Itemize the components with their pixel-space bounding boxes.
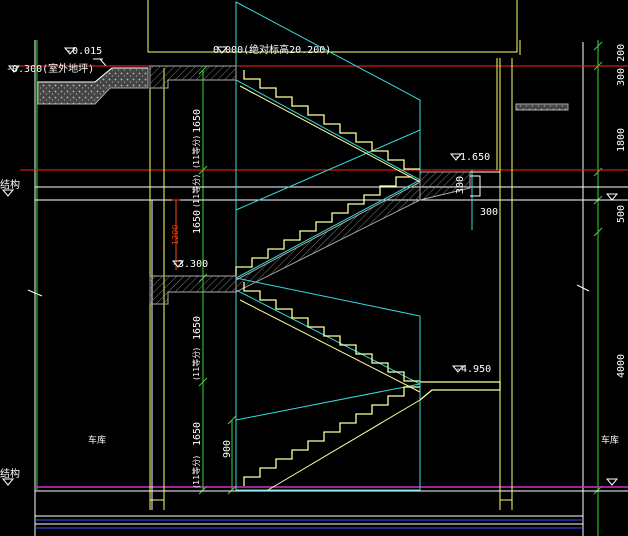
elev-floor-zero: 0.000(绝对标高20.200) <box>213 43 331 56</box>
outdoor-mark-arrow <box>99 58 107 67</box>
dim-f3-steps: (11等分) <box>191 348 201 380</box>
flight-dimension-labels: 1650 (11等分) 1650 (11等分) 1650 (11等分) 1650… <box>171 109 233 488</box>
elev-outdoor-label: -0.300(室外地坪) <box>6 62 94 75</box>
elev-mark-bottom <box>451 365 465 373</box>
upper-wall-box <box>147 0 518 53</box>
flight-3-soffit <box>239 299 421 393</box>
elev-mark-zero <box>215 46 229 54</box>
label-right-room: 车库 <box>601 434 619 446</box>
landing-top-slab <box>149 65 237 89</box>
landing-low-slab <box>149 275 237 305</box>
dim-tick-right-0 <box>593 41 603 51</box>
right-fixture <box>515 103 569 111</box>
dim-tick-right-4 <box>593 227 603 237</box>
flight-1-steps <box>243 70 420 170</box>
dim-f4-steps: (11等分) <box>191 456 201 488</box>
break-mark-left <box>27 289 43 297</box>
elev-mark-right-bottom <box>605 478 619 486</box>
right-ledge-b <box>470 175 481 197</box>
elev-mark-right-mid <box>605 193 619 201</box>
break-mark-right <box>576 284 590 292</box>
elev-landing-mid: -1.650 <box>454 152 490 163</box>
flight-3-steps <box>243 282 420 382</box>
elev-mark-structure-bottom <box>1 478 15 486</box>
landing-bottom <box>419 381 501 401</box>
dim-right-500: 500 <box>616 205 627 223</box>
elev-mark-ground <box>63 47 77 55</box>
label-structure-bottom: 结构 <box>0 467 20 480</box>
flight-guide-1 <box>235 1 421 181</box>
label-left-room: 车库 <box>88 434 106 446</box>
dim-right-4000: 4000 <box>616 354 627 378</box>
dim-wall-300b: 300 <box>480 207 498 218</box>
dim-f3-len: 1650 <box>192 316 203 340</box>
elevation-labels: -0.015 -0.300(室外地坪) 0.000(绝对标高20.200) -1… <box>6 43 491 375</box>
elev-mark-mid <box>449 153 463 161</box>
dim-f4-len: 1650 <box>192 422 203 446</box>
label-structure-top: 结构 <box>0 178 20 191</box>
dim-right-top: 300 200 <box>616 44 627 86</box>
dim-wall-300a: 300 <box>455 176 466 194</box>
dim-f1-len: 1650 <box>192 109 203 133</box>
flight-guide-3 <box>235 277 421 385</box>
dim-f1-steps: (11等分) <box>191 136 201 168</box>
dim-tick-900a <box>227 415 237 425</box>
side-labels: 结构 结构 车库 车库 <box>0 178 619 480</box>
elev-mark-structure-top <box>1 189 15 197</box>
flight-2-steps <box>235 176 412 276</box>
flight-guide-4 <box>235 383 421 491</box>
dim-tick-right-2 <box>593 167 603 177</box>
dim-right-1800: 1800 <box>616 128 627 152</box>
flight-4-soffit <box>267 399 421 491</box>
right-dimension-labels: 300 200 1800 500 4000 300 300 <box>455 44 627 378</box>
elev-bottom-landing: -4.950 <box>455 364 491 375</box>
dim-f2-steps: (11等分) <box>191 175 201 207</box>
dim-f2-len: 1650 <box>192 210 203 234</box>
flight-4-steps <box>243 386 420 486</box>
elev-ground-outdoor: -0.015 <box>66 46 102 57</box>
elev-mark-outdoor <box>7 65 21 73</box>
dim-tick-flight-3 <box>198 377 208 387</box>
dim-red-1200: 1200 <box>171 225 180 245</box>
dim-900: 900 <box>222 440 233 458</box>
flight-1-soffit <box>239 85 421 183</box>
elev-mark-low <box>171 260 185 268</box>
outdoor-ground-line <box>38 67 148 83</box>
elev-landing-low: -3.300 <box>172 259 208 270</box>
